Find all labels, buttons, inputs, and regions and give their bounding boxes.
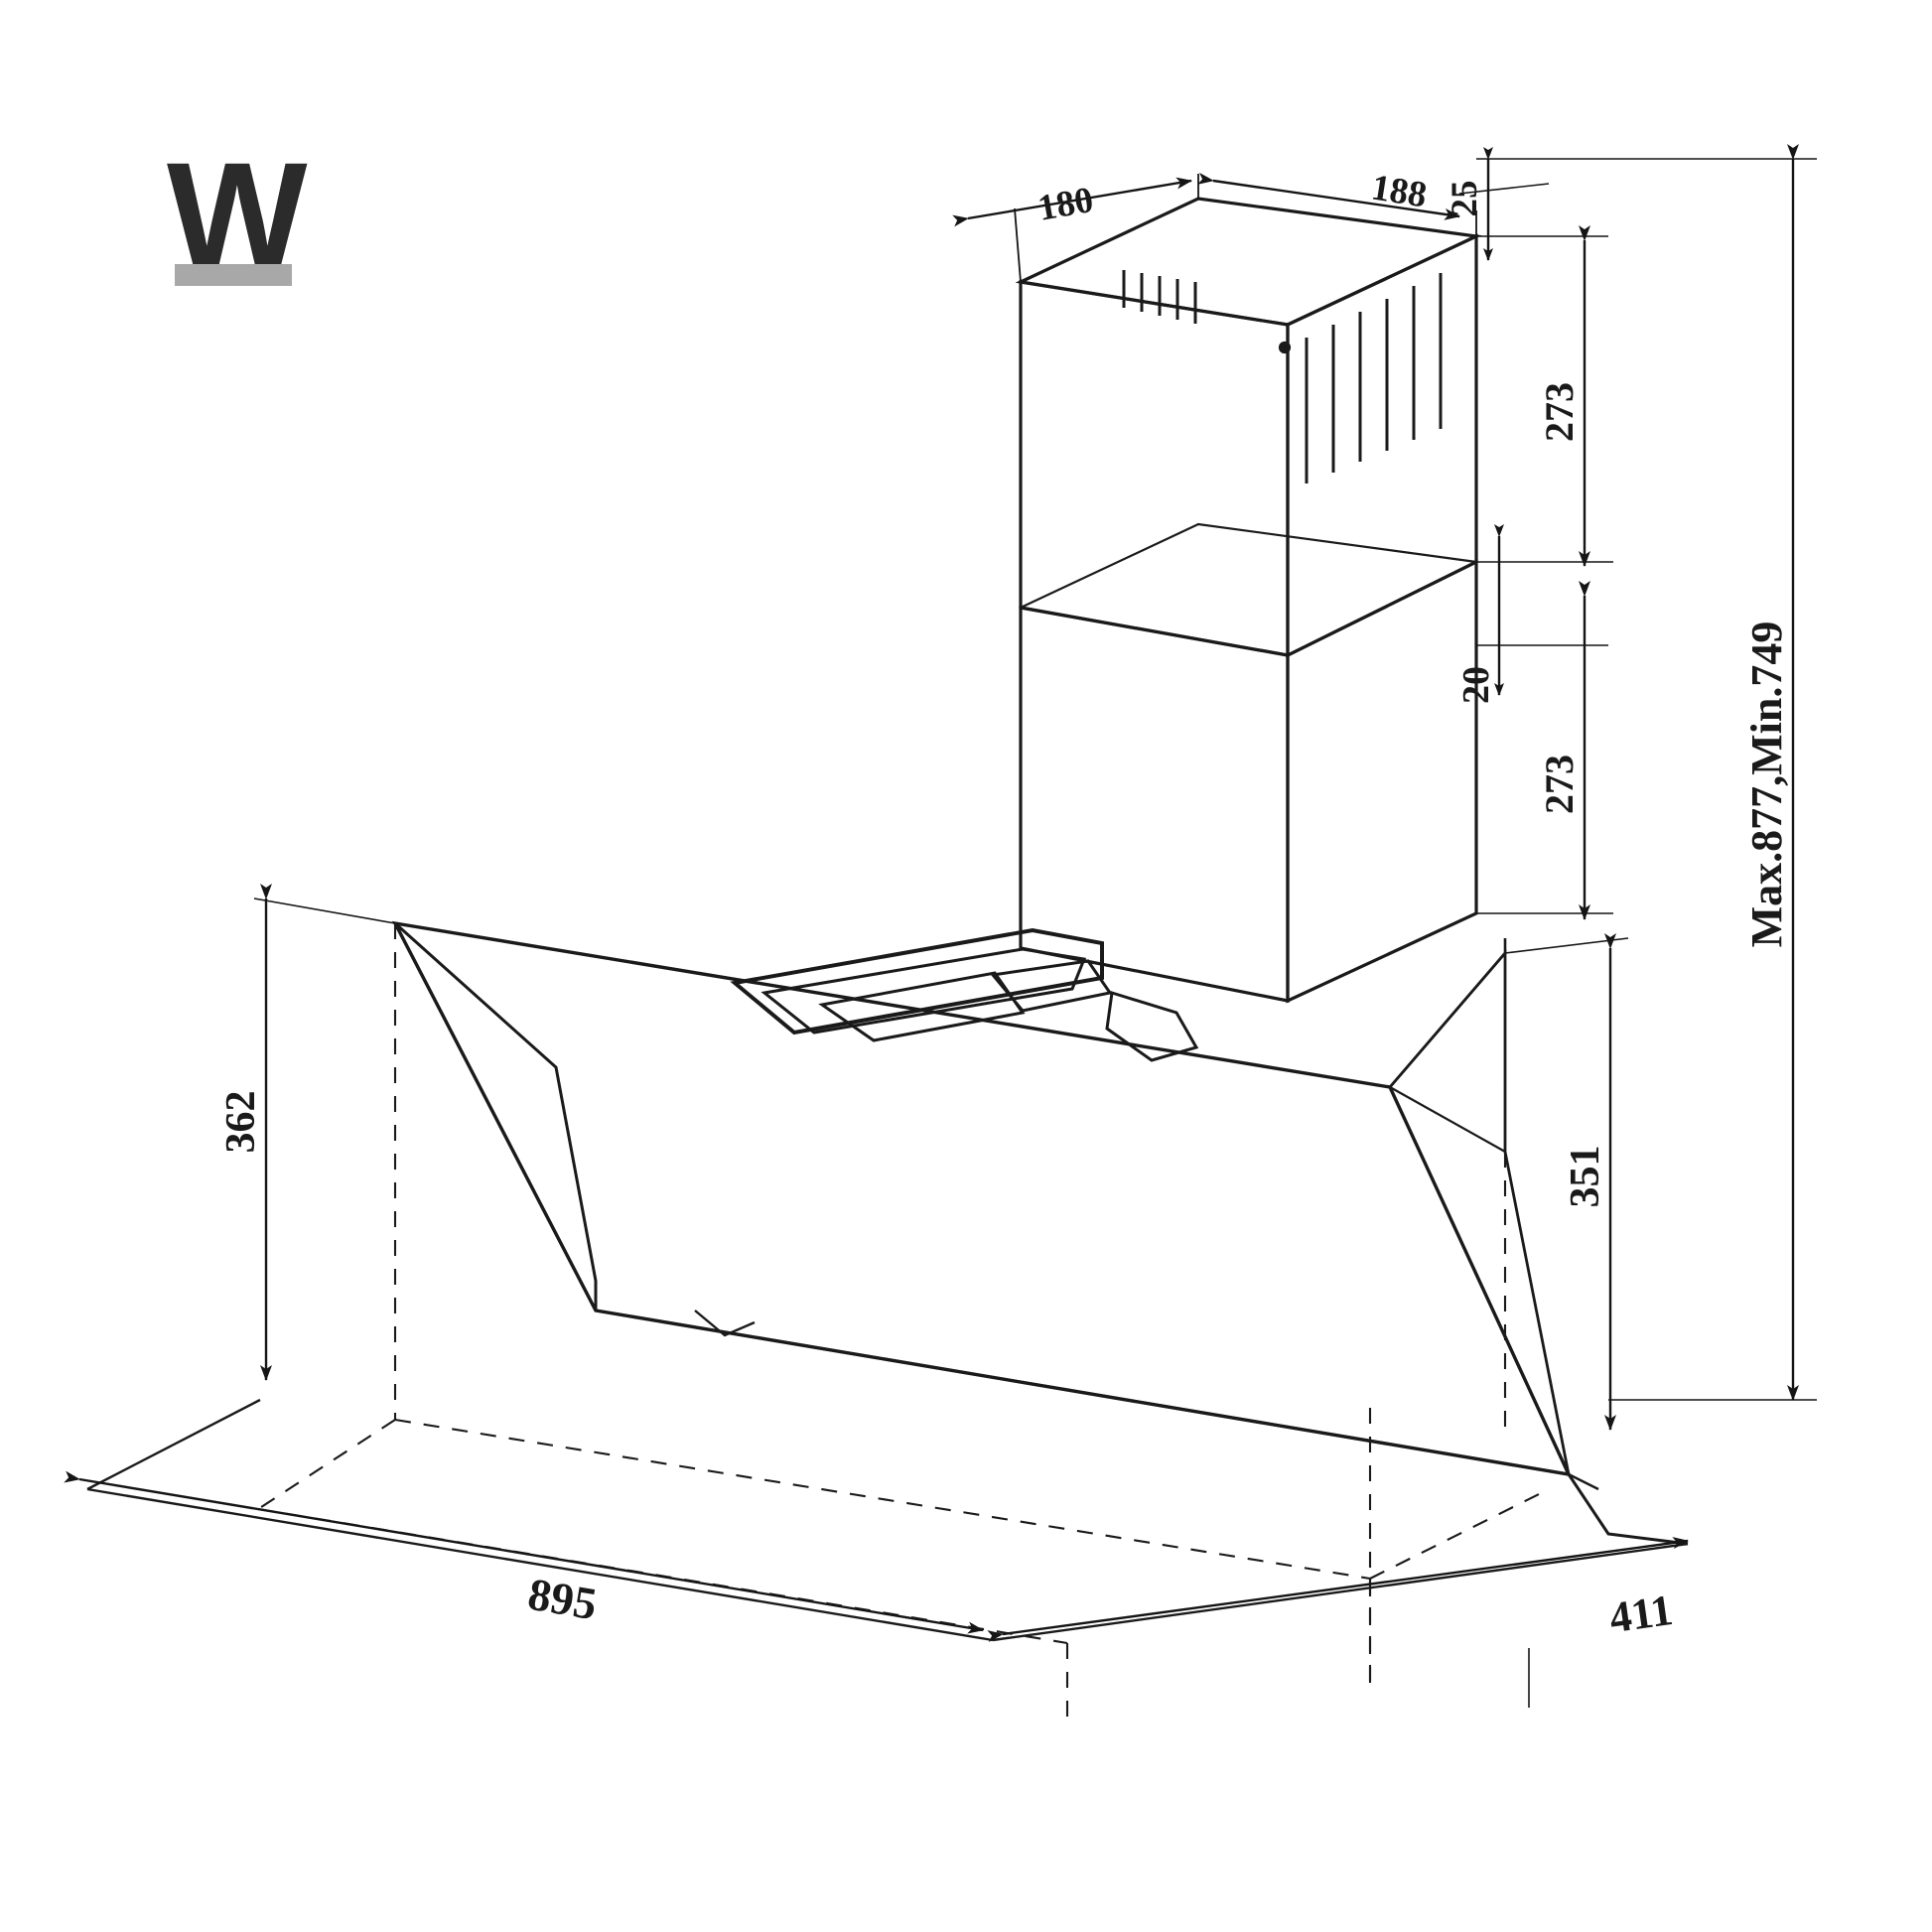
filter-frame-inner [760,947,1087,1035]
hood-right-side-face [1388,949,1571,1475]
chimney-lower-right-face [1286,559,1478,1004]
dim-label-188: 188 [1369,167,1430,215]
filter-cell-right [990,959,1113,1013]
hood-front-glass-panel [391,920,1572,1477]
dim-label-273-upper: 273 [1537,382,1582,442]
chimney-section-seam [1020,522,1477,609]
chimney-vent-slots-right [1305,273,1443,483]
ext-180-a [1014,207,1022,283]
grease-filter-panel [730,927,1199,1062]
dim-label-411: 411 [1606,1586,1676,1642]
proj-plan-right-diag [1369,1488,1550,1580]
hood-body [391,920,1689,1546]
filter-frame-outer [730,927,1104,1035]
hidden-projection-lines [257,923,1550,1727]
chimney-screw-dot [1278,341,1292,354]
dim-label-351: 351 [1563,1146,1608,1208]
dimension-lines [64,144,1817,1708]
logo-mark: W [167,131,314,298]
dim-label-273-lower: 273 [1537,755,1582,814]
dim-line-180 [952,177,1192,227]
dim-line-895 [64,1470,984,1634]
logo-bar [175,264,292,286]
chimney-lower-left-face [1019,606,1290,1003]
dim-label-25: 25 [1445,181,1485,217]
chimney-vent-slots-left [1122,270,1197,324]
dim-label-895: 895 [524,1569,600,1630]
chimney-assembly [1015,197,1482,1004]
chimney-upper-right-face [1286,233,1478,658]
hood-left-side-face [393,921,598,1311]
ext-351-top [1504,937,1629,954]
ext-25-b [1458,183,1550,195]
hood-bottom-lip [595,1309,1689,1546]
filter-cell-left [818,971,1026,1042]
ext-362-top [253,897,396,924]
filter-latch [1105,991,1199,1062]
chimney-upper-left-face [1019,280,1290,657]
proj-plan-left-diag [257,1419,396,1510]
hood-right-side-seam [1389,1086,1506,1153]
dim-line-411 [987,1537,1689,1642]
dim-label-total-height: Max.877,Min.749 [1742,621,1791,948]
plan-edge-front-right [992,1542,1689,1642]
plan-edge-left [86,1398,261,1491]
dim-label-20: 20 [1455,666,1497,704]
dimension-labels: 180 188 25 273 20 273 Max.877,Min.749 36… [218,167,1791,1642]
hood-handle-notch [694,1310,756,1337]
hood-bottom-corner-fold [1568,1472,1599,1491]
dim-line-188 [1197,172,1460,220]
proj-plan-back [394,1418,1371,1581]
dim-label-362: 362 [218,1091,264,1154]
dim-label-180: 180 [1035,180,1096,229]
